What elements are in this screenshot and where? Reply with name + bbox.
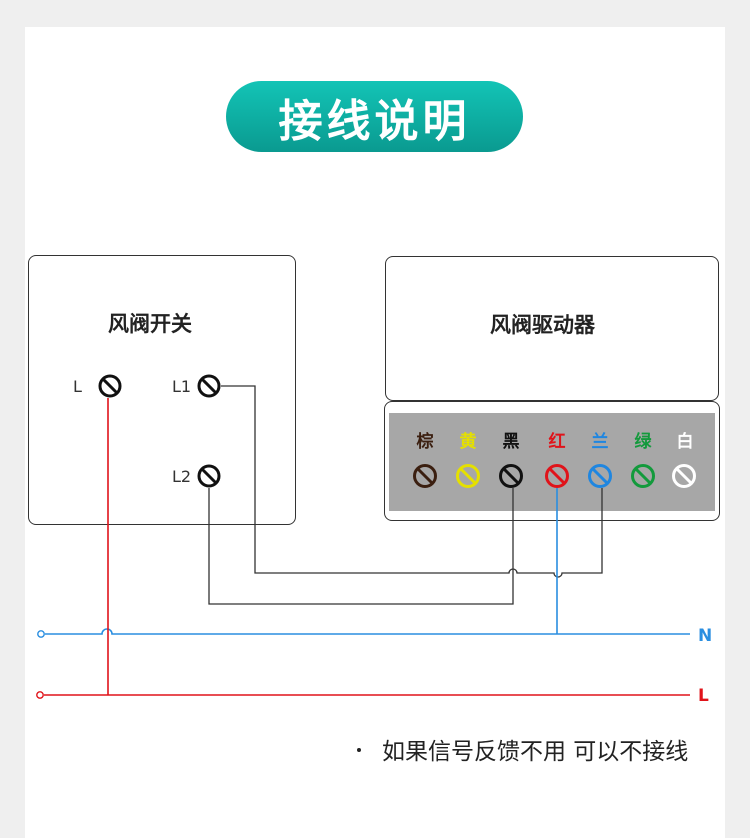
terminal-label-l: L <box>73 377 82 396</box>
wire-label-black: 黑 <box>502 432 520 452</box>
live-label: L <box>698 686 709 706</box>
wire-l1-to-blue <box>221 385 603 578</box>
damper-driver-box <box>385 256 719 401</box>
terminal-l1-icon <box>197 374 221 398</box>
page-title: 接线说明 <box>226 81 523 152</box>
terminal-label-l1: L1 <box>172 377 192 396</box>
damper-driver-title: 风阀驱动器 <box>490 313 595 337</box>
terminal-brown-icon <box>413 464 437 488</box>
damper-switch-title: 风阀开关 <box>108 312 192 336</box>
terminal-white-icon <box>672 464 696 488</box>
terminal-l-icon <box>98 374 122 398</box>
neutral-end-node <box>37 630 45 638</box>
terminal-red-icon <box>545 464 569 488</box>
note-bullet-icon <box>357 748 361 752</box>
wire-l2-to-black <box>208 488 514 605</box>
wiring-note: 如果信号反馈不用 可以不接线 <box>382 732 688 766</box>
wire-label-yellow: 黄 <box>459 432 477 452</box>
damper-switch-box <box>28 255 296 525</box>
wire-label-brown: 棕 <box>416 432 434 452</box>
terminal-label-l2: L2 <box>172 467 192 486</box>
terminal-yellow-icon <box>456 464 480 488</box>
terminal-green-icon <box>631 464 655 488</box>
neutral-label: N <box>698 626 713 646</box>
terminal-l2-icon <box>197 464 221 488</box>
wire-label-white: 白 <box>676 432 694 452</box>
wire-label-blue: 兰 <box>591 432 609 452</box>
wiring-note-text: 如果信号反馈不用 可以不接线 <box>382 739 689 765</box>
wire-label-red: 红 <box>548 432 566 452</box>
live-end-node <box>36 691 44 699</box>
neutral-line <box>45 628 690 635</box>
terminal-black-icon <box>499 464 523 488</box>
terminal-strip <box>389 413 715 511</box>
terminal-blue-icon <box>588 464 612 488</box>
wire-label-green: 绿 <box>634 432 652 452</box>
